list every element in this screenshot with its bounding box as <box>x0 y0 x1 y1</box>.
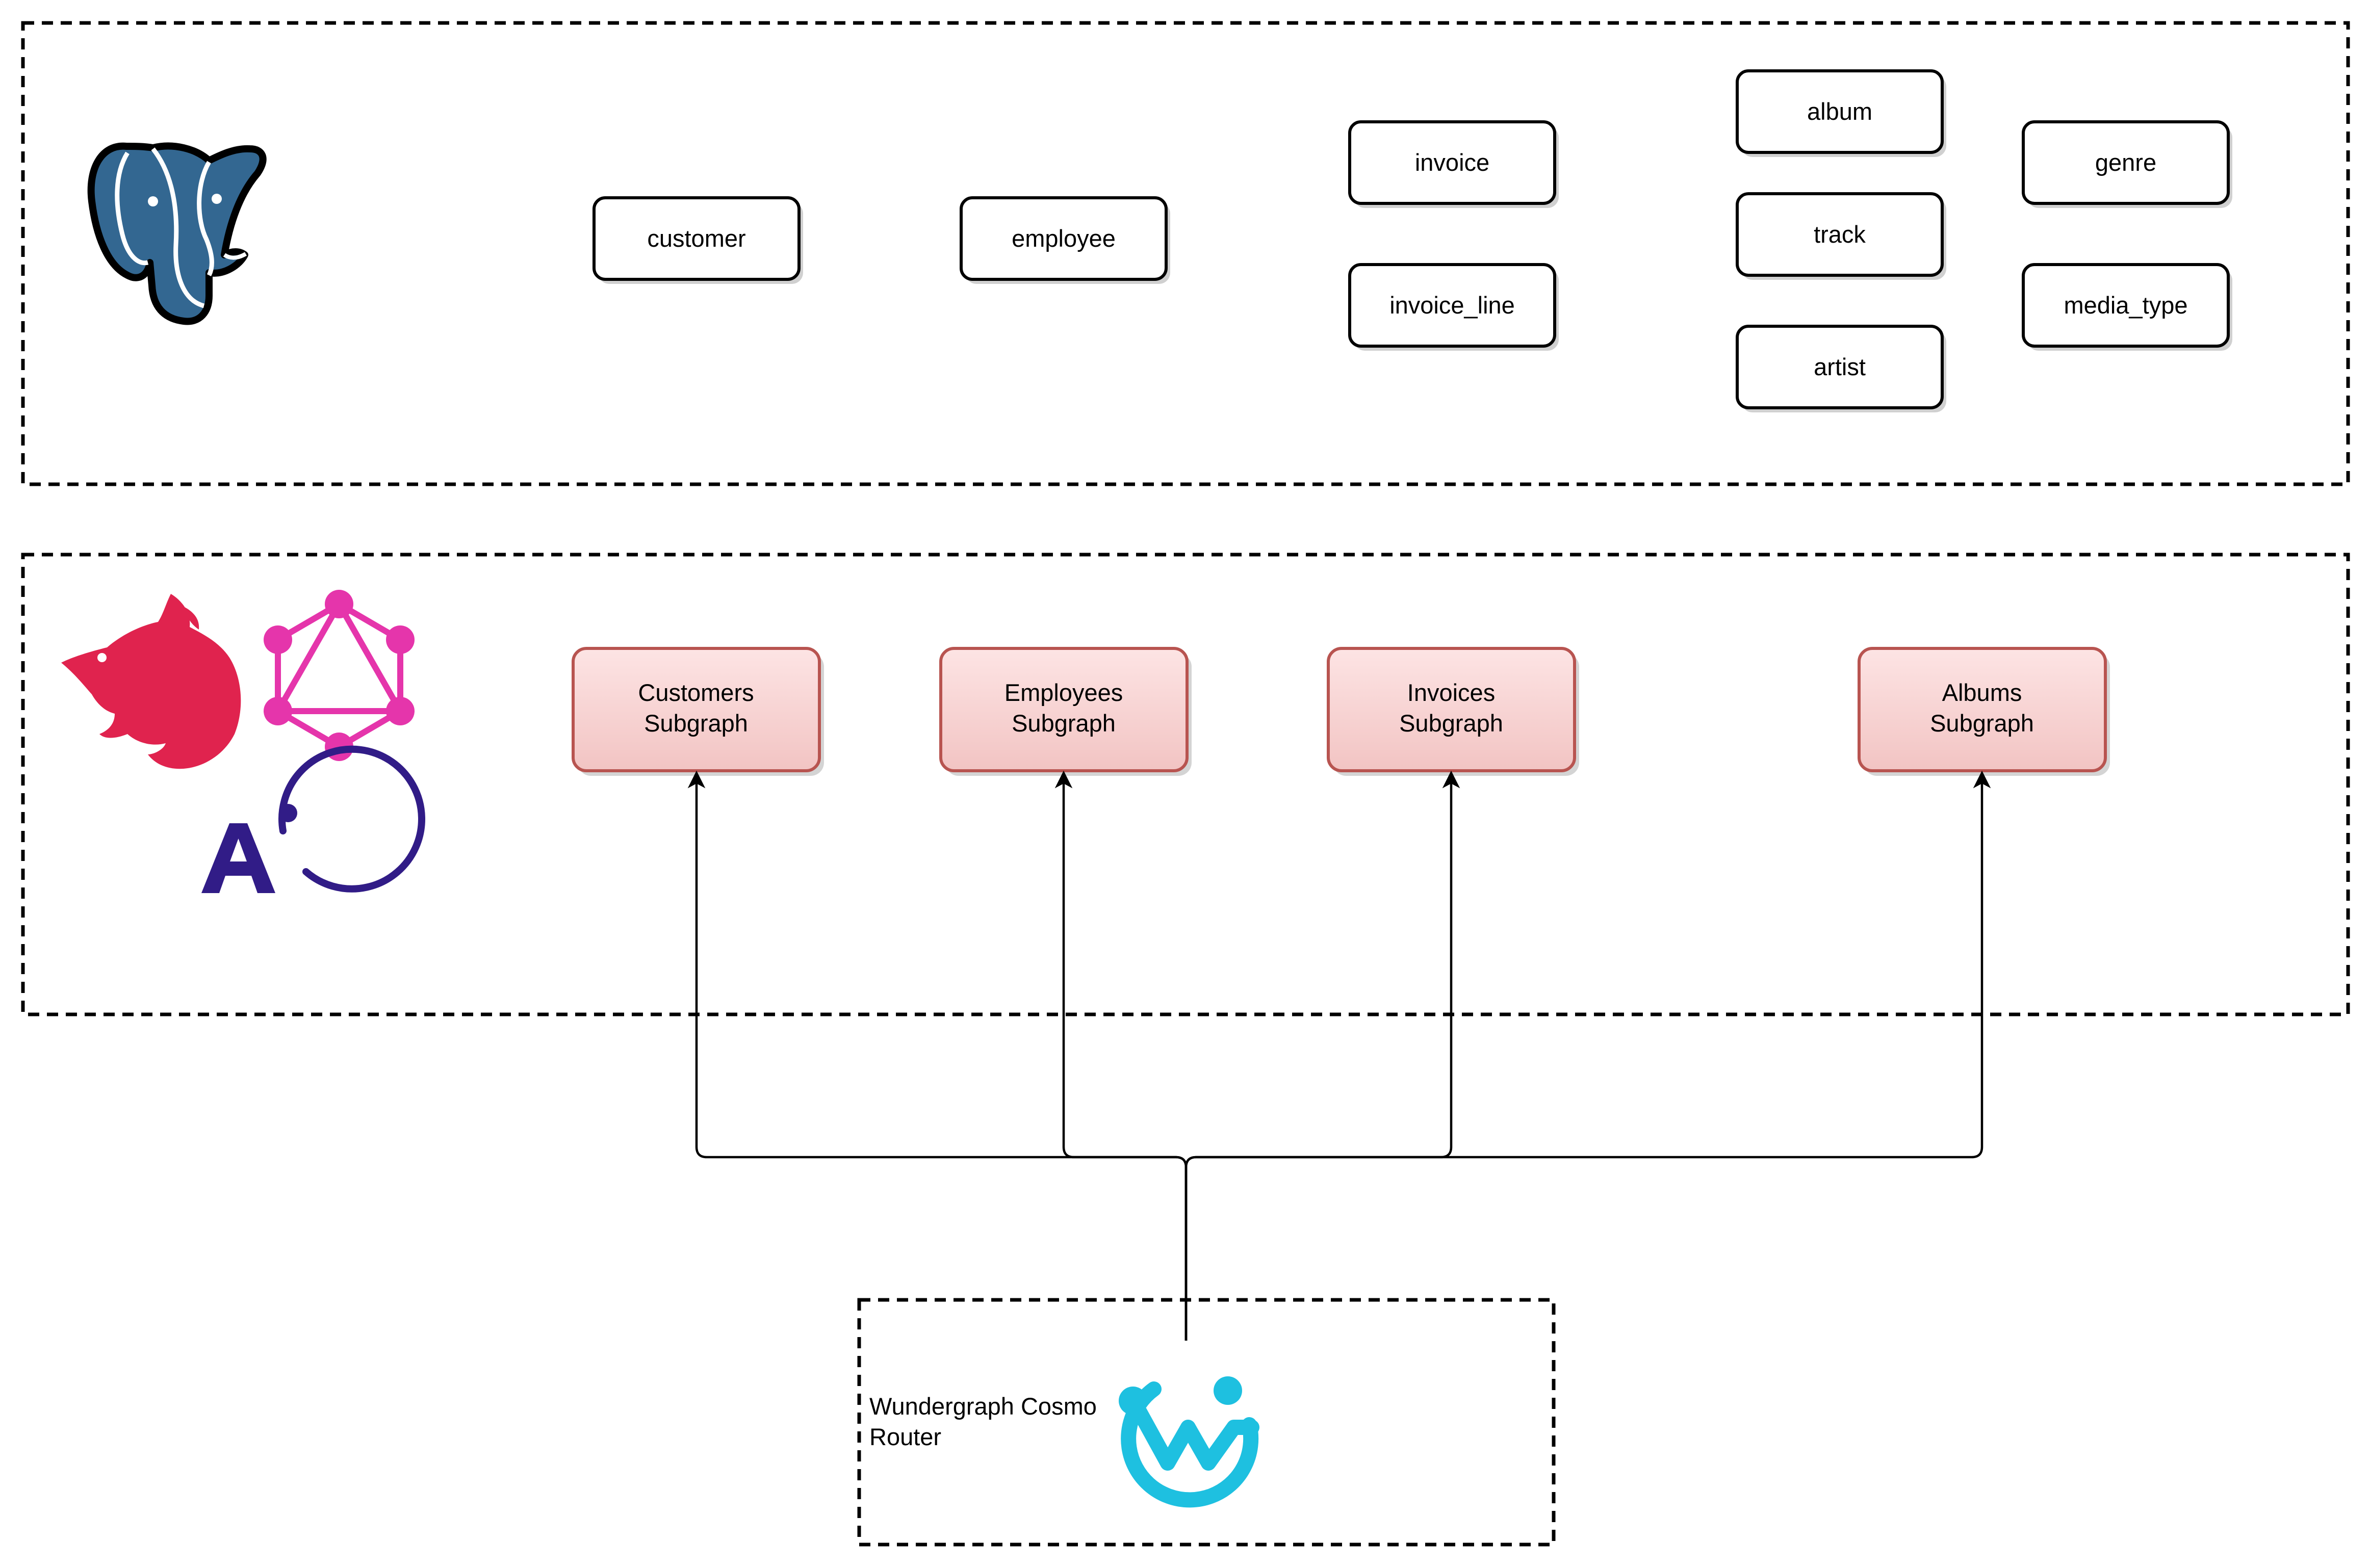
arrowhead-albums <box>1973 770 1991 789</box>
connector-customers <box>695 782 1188 1341</box>
subgraph-label-line2: Subgraph <box>644 710 748 737</box>
table-media-type[interactable]: media_type <box>2022 263 2232 351</box>
subgraph-label-line2: Subgraph <box>1399 710 1503 737</box>
table-genre[interactable]: genre <box>2022 120 2232 208</box>
table-label: employee <box>1012 225 1116 252</box>
arrowhead-invoices <box>1442 770 1460 789</box>
postgresql-elephant-icon <box>87 142 267 325</box>
subgraph-group-frame <box>21 553 2350 1016</box>
table-album[interactable]: album <box>1736 69 1946 157</box>
table-label: album <box>1807 98 1872 125</box>
router-group-frame <box>857 1298 1556 1547</box>
subgraph-invoices[interactable]: Invoices Subgraph <box>1327 647 1579 776</box>
connector-invoices <box>1184 782 1453 1341</box>
table-label: customer <box>647 225 745 252</box>
subgraph-label-line1: Invoices <box>1407 679 1495 706</box>
table-label: genre <box>2095 149 2156 176</box>
table-invoice-line[interactable]: invoice_line <box>1348 263 1559 351</box>
connector-employees <box>1062 782 1188 1341</box>
table-label: invoice <box>1415 149 1489 176</box>
router-label-line1: Wundergraph Cosmo <box>869 1393 1097 1420</box>
wundergraph-icon <box>1119 1376 1259 1508</box>
connector-albums <box>1184 782 1983 1341</box>
table-label: media_type <box>2064 292 2188 319</box>
table-label: artist <box>1814 353 1866 380</box>
subgraph-label-line2: Subgraph <box>1012 710 1116 737</box>
table-artist[interactable]: artist <box>1736 325 1946 412</box>
table-customer[interactable]: customer <box>592 196 803 284</box>
arrowhead-employees <box>1054 770 1073 789</box>
subgraph-customers[interactable]: Customers Subgraph <box>572 647 824 776</box>
table-track[interactable]: track <box>1736 192 1946 280</box>
router-connectors <box>687 770 1991 1341</box>
table-invoice[interactable]: invoice <box>1348 120 1559 208</box>
subgraph-label-line1: Employees <box>1004 679 1123 706</box>
table-label: track <box>1814 221 1866 248</box>
router-label-line2: Router <box>869 1423 941 1450</box>
table-employee[interactable]: employee <box>960 196 1170 284</box>
database-group-frame <box>21 21 2350 486</box>
subgraph-employees[interactable]: Employees Subgraph <box>939 647 1192 776</box>
subgraph-label-line2: Subgraph <box>1930 710 2034 737</box>
graphql-icon <box>264 590 415 761</box>
subgraph-albums[interactable]: Albums Subgraph <box>1858 647 2110 776</box>
arrowhead-customers <box>687 770 706 789</box>
subgraph-label-line1: Albums <box>1942 679 2022 706</box>
subgraph-label-line1: Customers <box>638 679 754 706</box>
apollo-icon <box>201 745 425 893</box>
table-label: invoice_line <box>1389 292 1515 319</box>
nestjs-icon <box>61 594 241 769</box>
